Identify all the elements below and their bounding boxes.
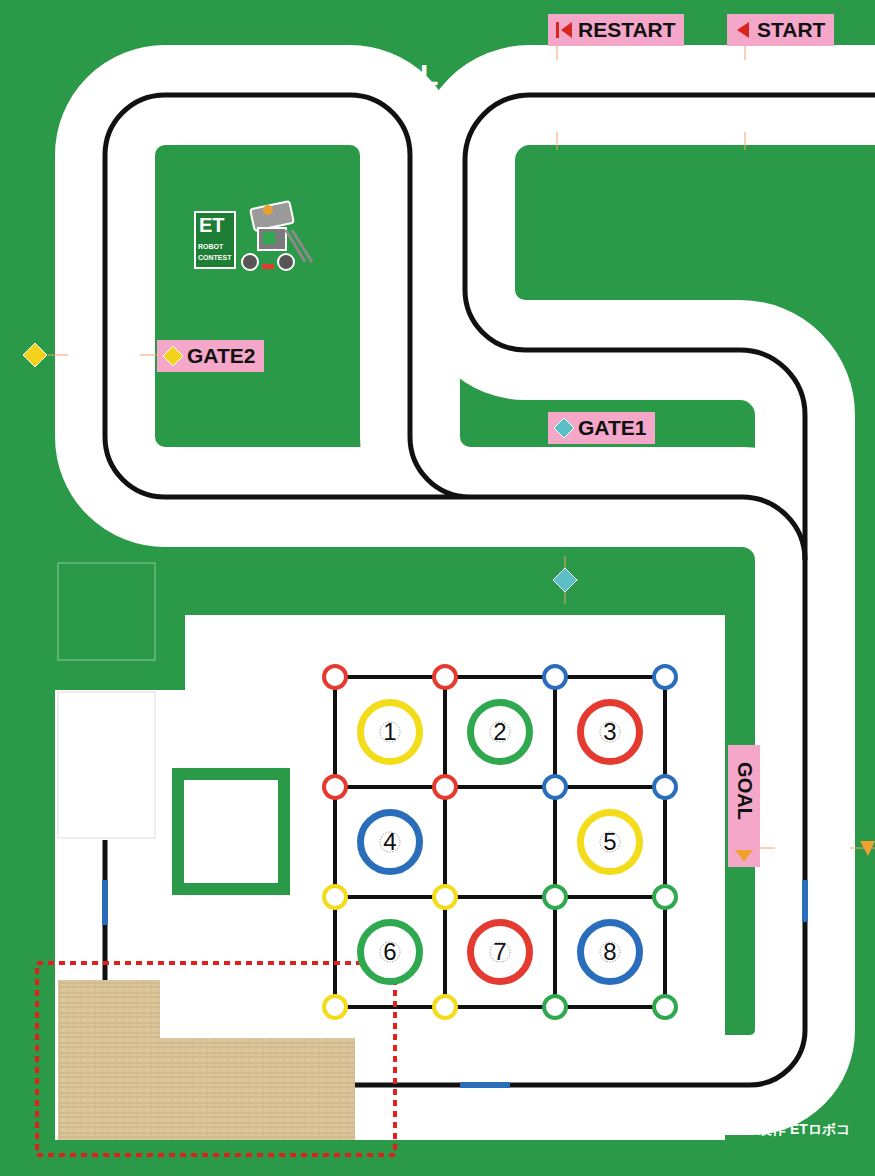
sign-text: RESTART — [578, 14, 676, 46]
block-circle: 2 — [467, 699, 533, 765]
block-grid — [335, 677, 665, 1007]
block-circle: 5 — [577, 809, 643, 875]
block-circle: 1 — [357, 699, 423, 765]
robot-figure — [242, 201, 312, 270]
dotted-frame — [37, 963, 395, 1155]
logo-text: CONTEST — [198, 254, 231, 261]
blue-marker — [460, 1082, 510, 1088]
gate-marker — [23, 343, 47, 367]
block-number: 5 — [603, 828, 616, 856]
block-number: 1 — [383, 718, 396, 746]
blue-marker — [102, 880, 108, 925]
trace-line — [105, 95, 805, 560]
faint-square — [58, 563, 155, 660]
block-number: 7 — [493, 938, 506, 966]
block-number: 3 — [603, 718, 616, 746]
gate-sign: START — [727, 14, 834, 46]
sign-text: GOAL — [733, 762, 756, 820]
faint-box — [58, 692, 155, 838]
track-band — [355, 95, 875, 1085]
goal-sign: GOAL — [728, 745, 760, 867]
maker-credit: 製作 ETロボコ — [758, 1122, 850, 1136]
blue-marker — [802, 880, 808, 922]
logo-badge — [195, 212, 235, 268]
block-circle: 4 — [357, 809, 423, 875]
logo-text: ROBOT — [198, 243, 223, 250]
gate-sign: GATE1 — [548, 412, 655, 444]
logo-text: ET — [199, 215, 225, 235]
course-letter: L — [420, 60, 438, 90]
block-number: 8 — [603, 938, 616, 966]
sign-text: GATE1 — [578, 412, 646, 444]
gate-ticks — [48, 45, 875, 848]
goal-marker — [860, 841, 875, 856]
trace-line — [355, 95, 875, 1085]
block-circle: 6 — [357, 919, 423, 985]
block-number: 2 — [493, 718, 506, 746]
block-number: 6 — [383, 938, 396, 966]
sign-icon — [732, 19, 754, 41]
goal-icon — [734, 849, 754, 863]
block-circle: 8 — [577, 919, 643, 985]
sign-text: START — [757, 14, 825, 46]
sign-icon — [553, 417, 575, 439]
grid-points — [324, 666, 676, 1018]
gate-sign: GATE2 — [157, 340, 264, 372]
gate-sign: RESTART — [548, 14, 684, 46]
gate-marker — [553, 568, 577, 592]
sign-icon — [162, 345, 184, 367]
parking-frame — [178, 774, 284, 889]
sign-text: GATE2 — [187, 340, 255, 372]
wood-board — [58, 980, 355, 1140]
block-circle: 7 — [467, 919, 533, 985]
block-number: 4 — [383, 828, 396, 856]
block-circle: 3 — [577, 699, 643, 765]
sign-icon — [553, 19, 575, 41]
